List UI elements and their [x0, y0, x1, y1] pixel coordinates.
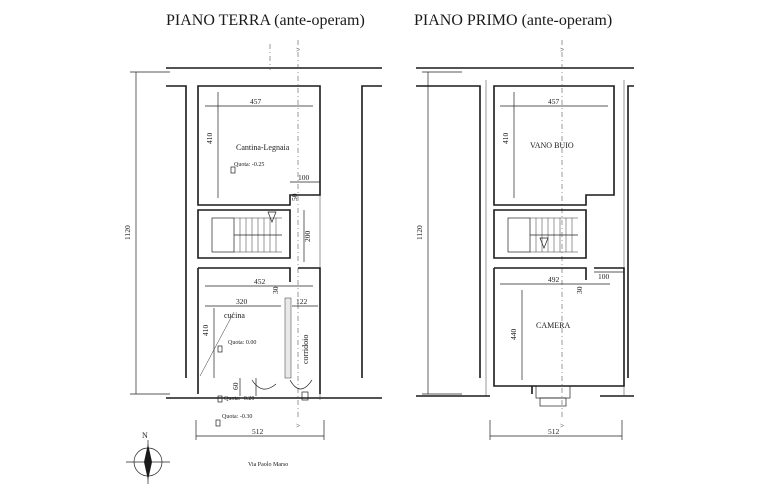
kitchen-diagonal [199, 311, 235, 377]
ground-total-height: 1120 [123, 225, 132, 240]
stair-landing-left [211, 217, 235, 253]
ground-section-marker-bottom: > [296, 421, 300, 430]
first-notch: 100 [598, 272, 610, 281]
first-floor-title: PIANO PRIMO (ante-operam) [414, 12, 612, 29]
cucina-label: cucina [224, 311, 245, 320]
first-total-height: 1120 [415, 225, 424, 240]
north-label: N [142, 431, 148, 440]
first-right-neighbour-wall [627, 85, 634, 378]
first-stair-walls [493, 209, 587, 259]
ground-notch: 100 [298, 173, 310, 182]
entrance-level-marker [217, 395, 223, 403]
street-level: Quota: -0.30 [222, 414, 252, 420]
ground-landing: 50 [290, 193, 299, 201]
first-front-width: 512 [548, 427, 560, 436]
balcony-step [539, 397, 567, 407]
ground-section-marker-top: > [296, 45, 300, 54]
ground-step-dim: 60 [231, 382, 240, 390]
vano-buio-walls [493, 85, 615, 206]
kitchen-door-swing [251, 379, 277, 390]
corridor-partition [284, 297, 292, 379]
ground-floor-title: PIANO TERRA (ante-operam) [166, 12, 365, 29]
cucina-level-marker [217, 345, 223, 353]
cantina-level: Quota: -0.25 [234, 162, 264, 168]
ground-floor-plan: > > Cantina-Legnaia Quota: -0.25 457 410… [123, 40, 382, 484]
ground-right-neighbour-wall [361, 85, 382, 378]
ground-kitchen-outer: 452 [254, 277, 266, 286]
entrance-level: Quota: -0.20 [224, 396, 254, 402]
ground-step-lines [239, 378, 257, 396]
camera-label: CAMERA [536, 321, 570, 330]
ground-kitchen-height: 410 [201, 325, 210, 337]
corridor-door-swing [289, 379, 313, 390]
corridoio-label: corridoio [301, 335, 310, 364]
first-stair-arrow [539, 237, 549, 249]
cucina-level: Quota: 0.00 [228, 340, 256, 346]
ground-top-width: 457 [250, 97, 262, 106]
first-lower-height: 440 [509, 329, 518, 341]
ground-corridor-width: 122 [296, 297, 308, 306]
kitchen-walls [197, 267, 321, 394]
ground-wall-gap: 30 [271, 286, 280, 294]
first-floor-plan: > > 457 410 VANO BUIO 100 492 30 440 CAM… [415, 40, 634, 440]
camera-walls [493, 267, 625, 394]
first-stair-landing [507, 217, 531, 253]
first-lower-width: 492 [548, 275, 560, 284]
cantina-level-marker [230, 166, 236, 174]
vano-buio-label: VANO BUIO [530, 141, 574, 150]
first-wall-gap: 30 [575, 286, 584, 294]
stair-direction-arrow [267, 211, 277, 223]
first-section-marker-top: > [560, 45, 564, 54]
ground-kitchen-inner: 320 [236, 297, 248, 306]
ground-front-width: 512 [252, 427, 264, 436]
ground-left-neighbour-wall [166, 85, 187, 378]
cantina-label: Cantina-Legnaia [236, 143, 290, 152]
north-arrow-icon: N [126, 431, 170, 484]
entrance-step [301, 391, 309, 401]
first-section-marker-bottom: > [560, 421, 564, 430]
stair-block-walls [197, 209, 291, 259]
first-top-height: 410 [501, 133, 510, 145]
balcony [535, 385, 571, 399]
street-level-marker [215, 419, 221, 427]
first-left-neighbour-wall [416, 85, 481, 378]
ground-stair-dim: 200 [303, 231, 312, 243]
street-name: Via Paolo Marso [248, 462, 288, 468]
first-top-width: 457 [548, 97, 560, 106]
ground-top-height: 410 [205, 133, 214, 145]
